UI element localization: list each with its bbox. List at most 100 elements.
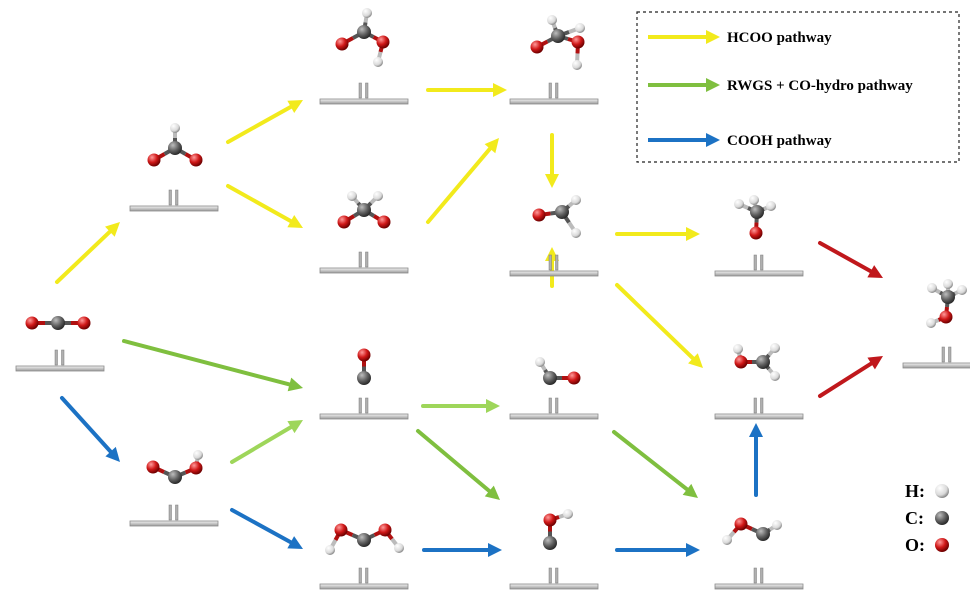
legend-label-hcoo: HCOO pathway bbox=[727, 30, 832, 46]
hydrogen-atom bbox=[571, 228, 581, 238]
oxygen-atom bbox=[337, 215, 351, 229]
arrow-co2-to-hcoo bbox=[55, 222, 120, 284]
hydrogen-atom bbox=[770, 343, 780, 353]
molecule-hcooh bbox=[335, 8, 390, 67]
surface-hcooh-trans bbox=[319, 567, 409, 590]
molecule-co bbox=[357, 348, 371, 385]
hydrogen-atom bbox=[957, 285, 967, 295]
oxygen-atom bbox=[571, 35, 585, 49]
oxygen-atom bbox=[567, 371, 581, 385]
arrow-cooh-to-co bbox=[230, 420, 303, 464]
hydrogen-atom bbox=[722, 535, 732, 545]
hydrogen-atom bbox=[347, 191, 357, 201]
surface-h3co bbox=[714, 254, 804, 277]
adsorbed-intermediates bbox=[25, 8, 967, 555]
hydrogen-atom bbox=[734, 199, 744, 209]
hydrogen-atom bbox=[373, 57, 383, 67]
surface-co bbox=[319, 397, 409, 420]
hydrogen-atom bbox=[926, 318, 936, 328]
atom-key-hydrogen-sphere bbox=[935, 484, 949, 498]
surface-hcoo bbox=[129, 189, 219, 212]
arrow-h2cooh-to-h2co bbox=[545, 133, 559, 188]
oxygen-atom bbox=[939, 310, 953, 324]
carbon-atom bbox=[357, 203, 371, 217]
oxygen-atom bbox=[77, 316, 91, 330]
hydrogen-atom bbox=[535, 357, 545, 367]
molecule-hco bbox=[535, 357, 581, 385]
carbon-atom bbox=[357, 533, 371, 547]
arrow-hcooh-to-h2cooh bbox=[426, 83, 507, 97]
arrow-h2coo-to-h2cooh bbox=[426, 138, 499, 224]
arrow-hcoo-to-h2coo bbox=[226, 184, 303, 228]
arrow-co2-to-co bbox=[122, 339, 303, 392]
legend-arrow-cooh bbox=[648, 133, 720, 147]
arrow-h2co-to-h3co bbox=[615, 227, 700, 241]
hydrogen-atom bbox=[572, 60, 582, 70]
hydrogen-atom bbox=[943, 279, 953, 289]
hydrogen-atom bbox=[772, 520, 782, 530]
molecule-h2co bbox=[532, 195, 581, 238]
carbon-atom bbox=[168, 141, 182, 155]
carbon-atom bbox=[543, 536, 557, 550]
molecule-coh bbox=[543, 509, 573, 550]
molecule-h2cooh bbox=[530, 15, 585, 70]
carbon-atom bbox=[756, 355, 770, 369]
surface-hco bbox=[509, 397, 599, 420]
carbon-atom bbox=[750, 205, 764, 219]
molecule-methanol bbox=[926, 279, 967, 328]
hydrogen-atom bbox=[170, 123, 180, 133]
arrow-hcoh-to-h2coh bbox=[749, 423, 763, 497]
atom-key: H: C: O: bbox=[905, 481, 949, 555]
molecule-h2coh bbox=[733, 343, 780, 381]
legend-item-cooh: COOH pathway bbox=[648, 133, 832, 149]
legend-item-hcoo: HCOO pathway bbox=[648, 30, 832, 46]
molecule-cooh bbox=[146, 450, 203, 484]
atom-key-label-c: C: bbox=[905, 508, 924, 528]
hydrogen-atom bbox=[563, 509, 573, 519]
surface-cooh bbox=[129, 504, 219, 527]
atom-key-carbon-sphere bbox=[935, 511, 949, 525]
surface-h2co bbox=[509, 254, 599, 277]
carbon-atom bbox=[756, 527, 770, 541]
arrow-h2co-to-h2coh bbox=[615, 283, 703, 368]
hydrogen-atom bbox=[770, 371, 780, 381]
carbon-atom bbox=[941, 290, 955, 304]
oxygen-atom bbox=[749, 226, 763, 240]
legend-item-rwgs: RWGS + CO-hydro pathway bbox=[648, 78, 913, 94]
hydrogen-atom bbox=[373, 191, 383, 201]
oxygen-atom bbox=[377, 215, 391, 229]
atom-key-oxygen-sphere bbox=[935, 538, 949, 552]
hydrogen-atom bbox=[547, 15, 557, 25]
surface-co2 bbox=[15, 349, 105, 372]
arrow-co-to-coh bbox=[416, 429, 500, 500]
carbon-atom bbox=[543, 371, 557, 385]
oxygen-atom bbox=[189, 461, 203, 475]
molecule-h2coo bbox=[337, 191, 391, 229]
carbon-atom bbox=[555, 205, 569, 219]
oxygen-atom bbox=[532, 208, 546, 222]
hydrogen-atom bbox=[733, 344, 743, 354]
molecule-h3co bbox=[734, 195, 776, 240]
legend-arrow-hcoo bbox=[648, 30, 720, 44]
surface-h2coo bbox=[319, 251, 409, 274]
oxygen-atom bbox=[530, 40, 544, 54]
oxygen-atom bbox=[543, 513, 557, 527]
arrow-hcoo-to-hcooh bbox=[226, 100, 303, 144]
oxygen-atom bbox=[147, 153, 161, 167]
oxygen-atom bbox=[25, 316, 39, 330]
surface-hcoh bbox=[714, 567, 804, 590]
atom-key-label-o: O: bbox=[905, 535, 925, 555]
legend-label-cooh: COOH pathway bbox=[727, 133, 832, 149]
oxygen-atom bbox=[734, 517, 748, 531]
carbon-atom bbox=[357, 371, 371, 385]
molecule-hcooh-trans bbox=[325, 523, 404, 555]
surface-h2cooh bbox=[509, 82, 599, 105]
oxygen-atom bbox=[146, 460, 160, 474]
surface-h2coh bbox=[714, 397, 804, 420]
oxygen-atom bbox=[335, 37, 349, 51]
pathway-arrows bbox=[55, 83, 883, 557]
arrow-h3co-to-methanol bbox=[818, 241, 883, 278]
oxygen-atom bbox=[334, 523, 348, 537]
oxygen-atom bbox=[734, 355, 748, 369]
